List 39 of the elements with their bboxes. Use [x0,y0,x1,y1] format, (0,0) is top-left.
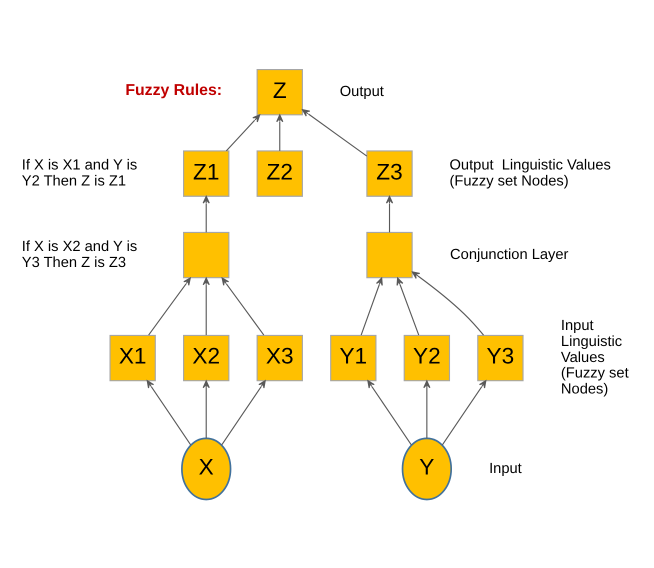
arrow [423,380,430,438]
node-label: Conjunction Layer [450,246,568,262]
node-box: Y1 [330,334,376,381]
arrow [202,195,210,232]
node-box: Z3 [366,150,413,196]
arrow [442,380,486,445]
node-ellipse: X [181,437,232,500]
node-box: X1 [109,334,156,381]
arrow [396,276,420,335]
node-box [183,231,230,278]
node-label: Output Linguistic Values (Fuzzy set Nodes) [449,157,611,189]
arrow [360,276,383,335]
arrow [412,270,484,335]
node-box: Y2 [404,334,450,381]
arrow [148,276,191,335]
arrow [202,380,210,438]
arrow [202,276,210,335]
arrow [302,108,368,156]
arrow [226,114,260,151]
label: Fuzzy Rules: [125,82,222,99]
arrow [367,380,412,445]
arrow [386,195,394,232]
label: If X is X2 and Y is Y3 Then Z is Z3 [22,238,138,270]
node-box: Z1 [183,150,230,196]
node-box [366,231,413,278]
node-box: X3 [256,334,303,381]
node-ellipse: Y [402,437,452,500]
node-label: Output [340,84,384,100]
label: If X is X1 and Y is Y2 Then Z is Z1 [22,157,138,189]
node-box: Z2 [256,150,303,196]
arrow [276,114,284,150]
arrow [222,276,264,335]
node-box: Z [256,68,303,115]
arrow [221,380,266,445]
node-box: Y3 [477,334,524,381]
arrow [146,380,192,445]
node-label: Input Linguistic Values (Fuzzy set Nodes) [560,318,629,398]
node-box: X2 [183,334,230,381]
node-label: Input [489,460,522,476]
